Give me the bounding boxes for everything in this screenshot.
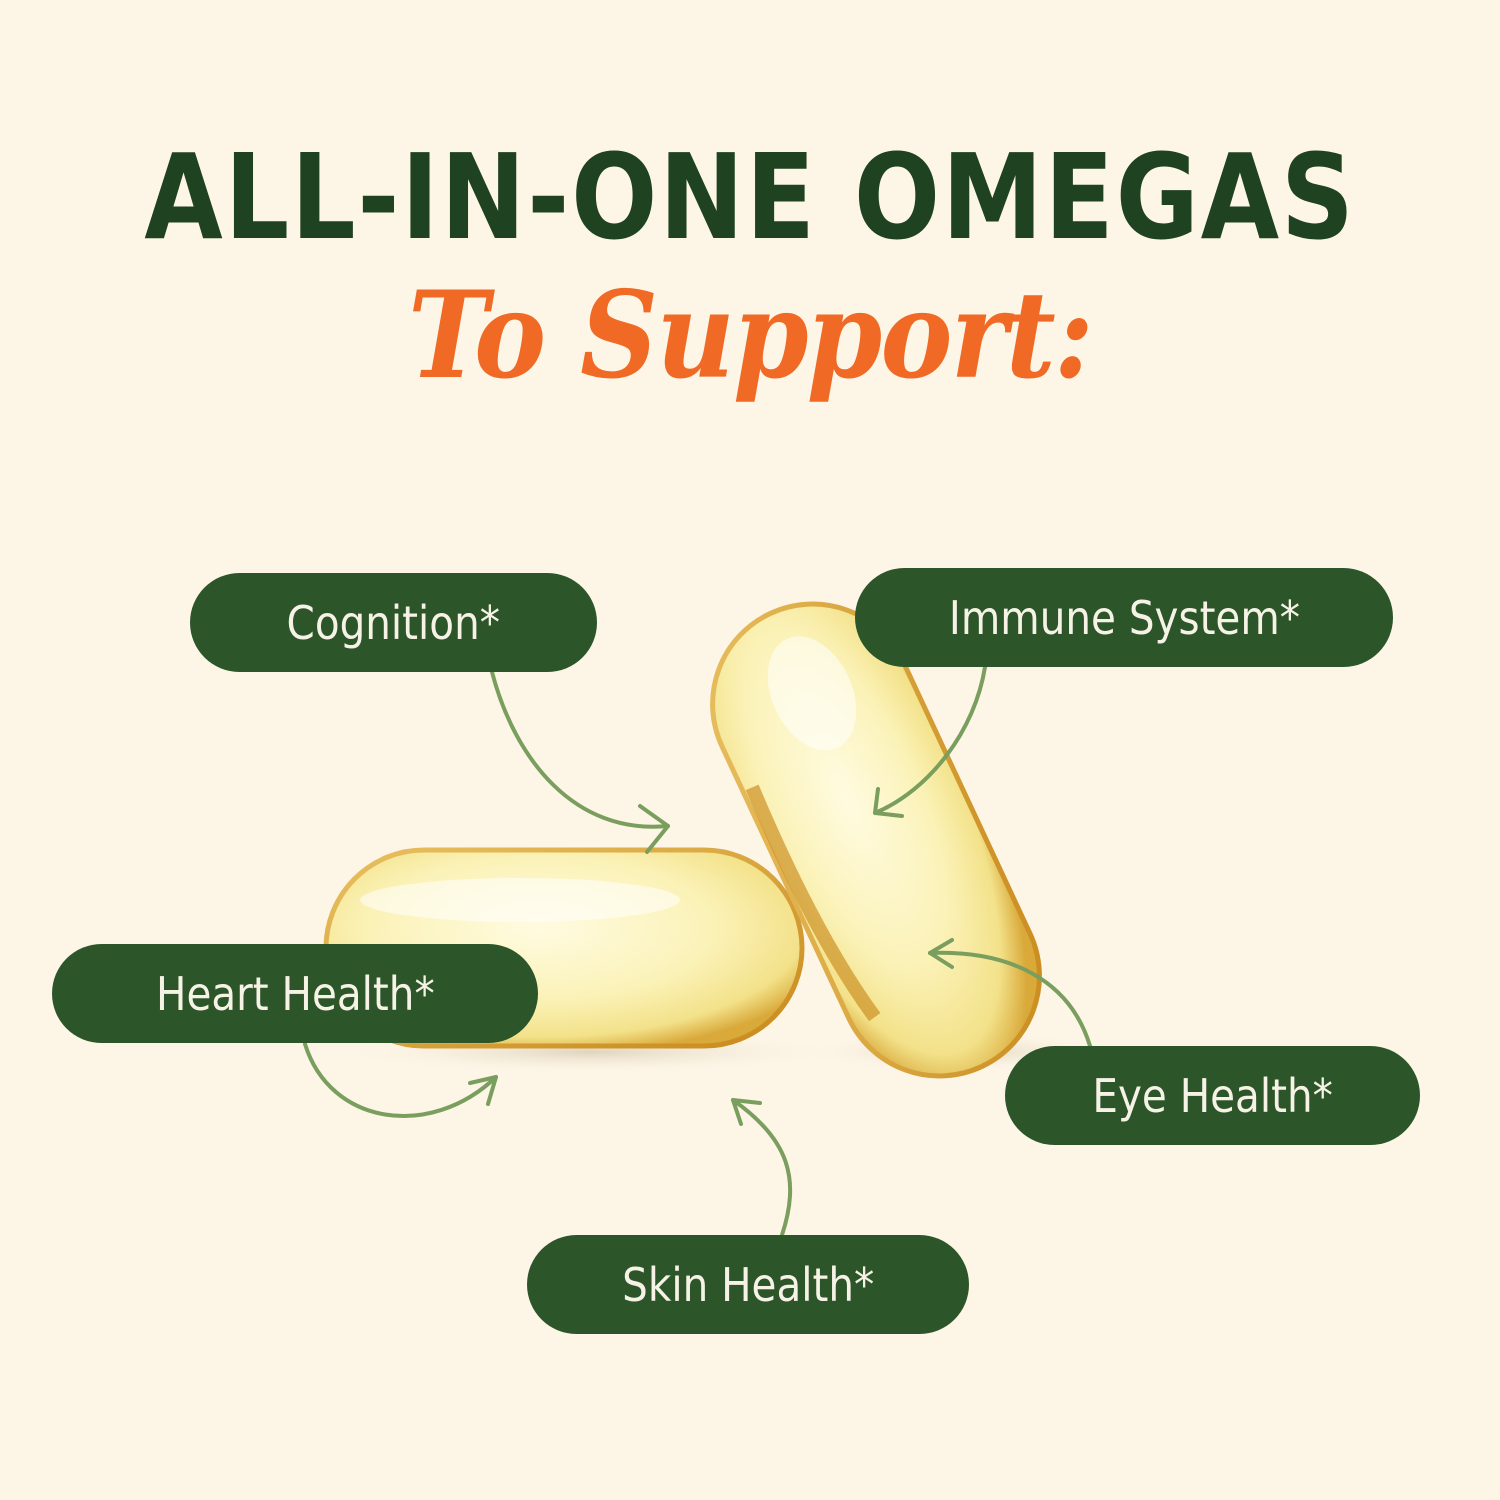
headline: ALL-IN-ONE OMEGAS bbox=[144, 128, 1356, 266]
capsule-tilted bbox=[710, 601, 1042, 1079]
arrow-cognition bbox=[490, 670, 670, 854]
arrow-eye bbox=[928, 938, 1092, 1048]
arrow-skin bbox=[731, 1098, 793, 1237]
subheadline: To Support: bbox=[407, 265, 1094, 406]
benefit-pill-cognition: Cognition* bbox=[190, 573, 597, 672]
benefit-pill-immune-system: Immune System* bbox=[855, 568, 1393, 667]
benefit-pill-skin-health: Skin Health* bbox=[527, 1235, 969, 1334]
arrow-heart bbox=[303, 1042, 498, 1118]
arrow-immune bbox=[873, 665, 987, 818]
benefit-label: Eye Health* bbox=[1092, 1068, 1333, 1123]
benefit-label: Immune System* bbox=[948, 590, 1300, 645]
benefit-label: Skin Health* bbox=[621, 1257, 875, 1312]
benefit-pill-heart-health: Heart Health* bbox=[52, 944, 538, 1043]
benefit-pill-eye-health: Eye Health* bbox=[1005, 1046, 1420, 1145]
benefit-label: Cognition* bbox=[286, 595, 501, 650]
benefit-label: Heart Health* bbox=[155, 966, 435, 1021]
